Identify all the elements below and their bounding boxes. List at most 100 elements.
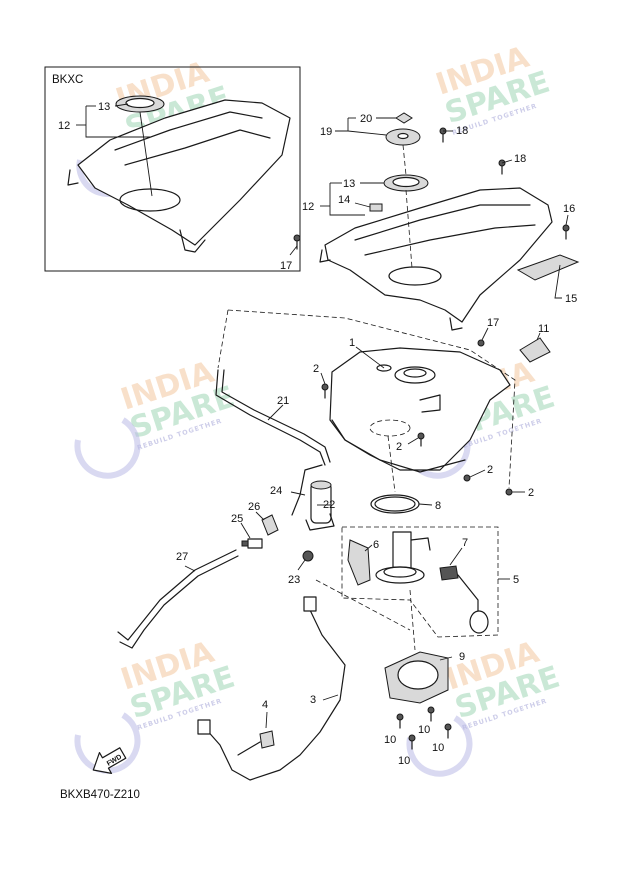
leader-14 bbox=[354, 202, 371, 208]
callout-10d: 10 bbox=[398, 755, 410, 767]
leader-8 bbox=[418, 503, 433, 506]
callout-2a: 2 bbox=[313, 363, 319, 375]
leader-18b bbox=[501, 159, 513, 164]
callout-10c: 10 bbox=[432, 742, 444, 754]
callout-13: 13 bbox=[343, 178, 355, 190]
bolt-2c bbox=[463, 474, 471, 482]
bolt-2a bbox=[321, 383, 329, 399]
inset-cover-ridge bbox=[114, 111, 263, 151]
harness-3 bbox=[204, 609, 346, 781]
clamp-26 bbox=[261, 514, 279, 536]
leader-3 bbox=[322, 694, 339, 701]
dashed-guide bbox=[315, 579, 411, 631]
watermark-bottom-left: INDIA SPARE REBUILD TOGETHER bbox=[117, 635, 239, 732]
callout-3: 3 bbox=[310, 694, 316, 706]
cover-bracket bbox=[319, 249, 331, 263]
leader-15 bbox=[554, 264, 562, 299]
callout-20: 20 bbox=[360, 113, 372, 125]
inset-cover-flap bbox=[179, 229, 206, 253]
leader-24 bbox=[290, 491, 306, 496]
fuel-hose-27 bbox=[117, 549, 237, 641]
tank-bottom-opening bbox=[369, 419, 411, 437]
callout-15: 15 bbox=[565, 293, 577, 305]
hose-24 bbox=[291, 464, 323, 516]
callout-4: 4 bbox=[262, 699, 268, 711]
gasket-ring-inner bbox=[374, 496, 416, 512]
clamp-4 bbox=[259, 730, 275, 749]
tank-mount bbox=[376, 364, 392, 372]
screw-10b bbox=[427, 706, 435, 722]
fuel-tank-assembly bbox=[217, 309, 525, 496]
retainer-ring-hole bbox=[397, 660, 439, 690]
clamp-4-strap bbox=[237, 741, 261, 756]
leader-27 bbox=[184, 565, 196, 572]
leader-11 bbox=[536, 332, 541, 341]
inset-frame bbox=[44, 66, 301, 272]
callout-21: 21 bbox=[277, 395, 289, 407]
inset-seat-cover bbox=[77, 99, 291, 246]
watermark-logo-arc bbox=[406, 715, 473, 777]
callout-19: 19 bbox=[320, 126, 332, 138]
tank-plate bbox=[519, 337, 551, 363]
callout-27: 27 bbox=[176, 551, 188, 563]
leader-7 bbox=[449, 547, 463, 566]
leader-12 bbox=[329, 183, 365, 216]
callout-17a: 17 bbox=[280, 260, 292, 272]
inset-bkxc: BKXC 13 12 bbox=[44, 66, 301, 272]
leader-17b bbox=[481, 327, 489, 341]
pump-body bbox=[392, 531, 412, 573]
tank-flange bbox=[331, 419, 466, 473]
bolt-17a bbox=[293, 234, 301, 250]
cover-plate bbox=[516, 254, 580, 281]
bolt-2d bbox=[505, 488, 513, 496]
clip-part bbox=[369, 203, 383, 212]
callout-2b: 2 bbox=[396, 441, 402, 453]
callout-2d: 2 bbox=[528, 487, 534, 499]
callout-24: 24 bbox=[270, 485, 282, 497]
pump-float bbox=[469, 610, 489, 634]
canister-top bbox=[310, 480, 332, 490]
leader-1 bbox=[355, 346, 385, 369]
clip-23 bbox=[302, 550, 314, 562]
callout-8: 8 bbox=[435, 500, 441, 512]
callout-2c: 2 bbox=[487, 464, 493, 476]
callout-10a: 10 bbox=[384, 734, 396, 746]
leader-17a bbox=[289, 245, 298, 256]
dashed-tank-outline bbox=[227, 309, 516, 489]
pump-flange-inner bbox=[383, 566, 417, 578]
bolt-16 bbox=[562, 224, 570, 240]
breather-hose-21 bbox=[215, 369, 326, 466]
callouts: 20 19 18 18 13 14 12 16 17 15 17 11 1 2 … bbox=[176, 113, 577, 767]
seat-cover bbox=[324, 187, 553, 323]
tank-filler-neck bbox=[394, 366, 436, 384]
harness-plug bbox=[197, 719, 211, 735]
leader-25 bbox=[240, 522, 251, 539]
upper-cover-assembly bbox=[289, 112, 580, 363]
cover-filler-opening bbox=[388, 266, 442, 286]
pump-connector-7 bbox=[439, 565, 459, 581]
pump-sender-arm bbox=[457, 574, 479, 616]
fuel-pump-assembly bbox=[341, 526, 510, 651]
callout-9: 9 bbox=[459, 651, 465, 663]
callout-18a: 18 bbox=[456, 125, 468, 137]
inset-cover-ridge bbox=[124, 129, 271, 166]
screw-10c bbox=[444, 723, 452, 739]
fuel-hose-27-edge bbox=[119, 555, 239, 649]
callout-13: 13 bbox=[98, 101, 110, 113]
leader-23 bbox=[297, 559, 306, 571]
watermark-logo-arc bbox=[74, 417, 141, 479]
dashed-guide bbox=[405, 189, 413, 269]
leader-26 bbox=[255, 511, 265, 521]
pump-flange bbox=[375, 566, 425, 584]
pump-outlet bbox=[410, 537, 431, 551]
dashed-guide bbox=[409, 589, 416, 651]
dashed-guide bbox=[217, 309, 229, 369]
inset-filler-opening bbox=[119, 188, 181, 212]
callout-16: 16 bbox=[563, 203, 575, 215]
callout-6: 6 bbox=[373, 539, 379, 551]
cap-plate-hole bbox=[397, 132, 409, 140]
callout-1: 1 bbox=[349, 337, 355, 349]
inset-bracket-leader bbox=[85, 106, 150, 138]
callout-17b: 17 bbox=[487, 317, 499, 329]
